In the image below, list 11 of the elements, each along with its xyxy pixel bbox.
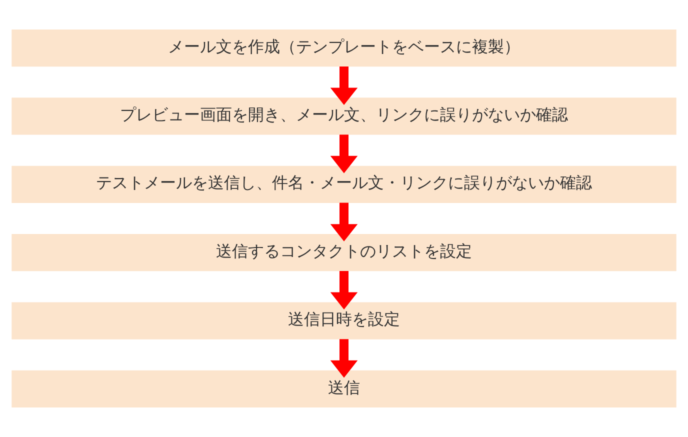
arrow [330, 202, 358, 242]
node-box: 送信 [12, 370, 676, 408]
arrow [330, 66, 358, 106]
node-box: テストメールを送信し、件名・メール文・リンクに誤りがないか確認 [12, 166, 676, 203]
node-box: プレビュー画面を開き、メール文、リンクに誤りがないか確認 [12, 98, 676, 135]
arrow [330, 339, 358, 378]
arrow [330, 134, 358, 174]
node-box: 送信するコンタクトのリストを設定 [12, 234, 676, 272]
arrow [330, 270, 358, 310]
node-box: 送信日時を設定 [12, 302, 676, 340]
node-box: メール文を作成（テンプレートをベースに複製） [12, 30, 676, 67]
